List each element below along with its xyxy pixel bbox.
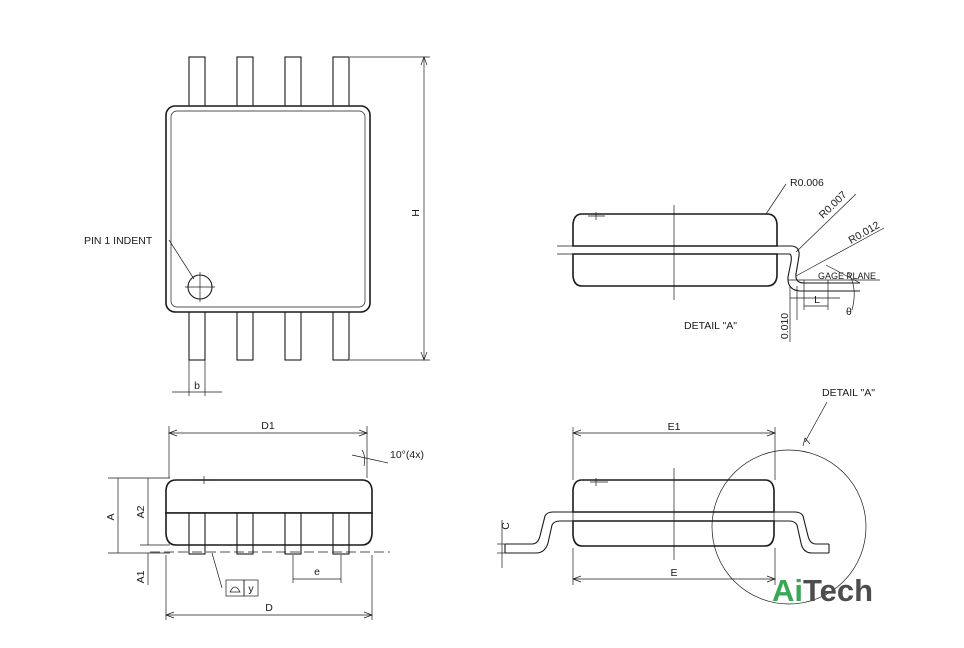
r012-label: R0.012 [847, 219, 882, 246]
r007-leader [795, 193, 857, 253]
lead-top-3 [284, 56, 302, 108]
detail-body-upper [572, 213, 778, 247]
front-view: D1 10°(4x) A A2 A1 y e [105, 420, 424, 620]
dim-A-label: A [105, 513, 117, 520]
logo-ai: Ai [772, 573, 803, 608]
r006-leader [765, 183, 787, 215]
front-lead-1 [188, 512, 206, 555]
dim-b-label: b [194, 380, 200, 392]
lead-bottom-2 [236, 309, 254, 361]
coplanarity-label: y [248, 583, 254, 595]
right-lead-lower [772, 520, 829, 554]
left-lead-upper [505, 511, 575, 545]
detail-a-view: L 0.010 θ R0.006 R0.007 R0.012 GAGE PLAN… [557, 177, 885, 342]
dim-E1-label: E1 [668, 421, 681, 433]
dim-D1-label: D1 [261, 420, 275, 432]
lead-top-1 [188, 56, 206, 108]
top-view: PIN 1 INDENT H b [84, 56, 430, 396]
pin1-indent-label: PIN 1 INDENT [84, 235, 153, 247]
dim-010-label: 0.010 [779, 313, 791, 339]
svg-text:AiTech: AiTech [772, 573, 873, 608]
detail-circle [711, 449, 867, 605]
detail-lead-lower [777, 253, 860, 292]
lead-bottom-4 [332, 309, 350, 361]
angle-label: 10°(4x) [390, 449, 424, 461]
lead-top-2 [236, 56, 254, 108]
pin1-leader [168, 239, 195, 280]
lead-bottom-1 [188, 309, 206, 361]
r012-leader [795, 227, 885, 277]
side-body-lower [572, 520, 775, 547]
body-lower-front [165, 512, 373, 546]
dim-H-label: H [410, 209, 422, 217]
front-lead-3 [284, 512, 302, 555]
theta-arc [847, 271, 855, 311]
package-body-inner [170, 110, 366, 308]
gage-plane-label: GAGE PLANE [818, 271, 876, 281]
aitech-logo: AiTech [772, 573, 873, 608]
dim-E-label: E [670, 567, 677, 579]
dim-D-label: D [265, 602, 273, 614]
left-lead-lower [505, 520, 575, 554]
package-body-top [165, 105, 371, 313]
dim-e-label: e [314, 566, 320, 578]
logo-tech: Tech [803, 573, 873, 608]
detail-body-lower [572, 253, 778, 287]
right-lead-upper [772, 511, 829, 545]
coplanarity-box [225, 579, 245, 597]
dim-A1-label: A1 [135, 570, 147, 583]
front-lead-2 [236, 512, 254, 555]
lead-bottom-3 [284, 309, 302, 361]
r006-label: R0.006 [790, 177, 824, 189]
detail-lead-upper [777, 245, 860, 284]
detail-title-label: DETAIL "A" [684, 320, 737, 332]
side-body-upper [572, 479, 775, 513]
dim-C-label: C [500, 522, 512, 530]
lead-top-4 [332, 56, 350, 108]
front-lead-4 [332, 512, 350, 555]
dim-A2-label: A2 [135, 505, 147, 518]
side-view: E1 C E DETAIL "A" [497, 387, 875, 605]
dim-L-label: L [814, 294, 820, 306]
body-upper-front [165, 479, 373, 514]
theta-label: θ [846, 306, 852, 318]
detail-callout-leader [804, 401, 828, 443]
detail-callout-label: DETAIL "A" [822, 387, 875, 399]
